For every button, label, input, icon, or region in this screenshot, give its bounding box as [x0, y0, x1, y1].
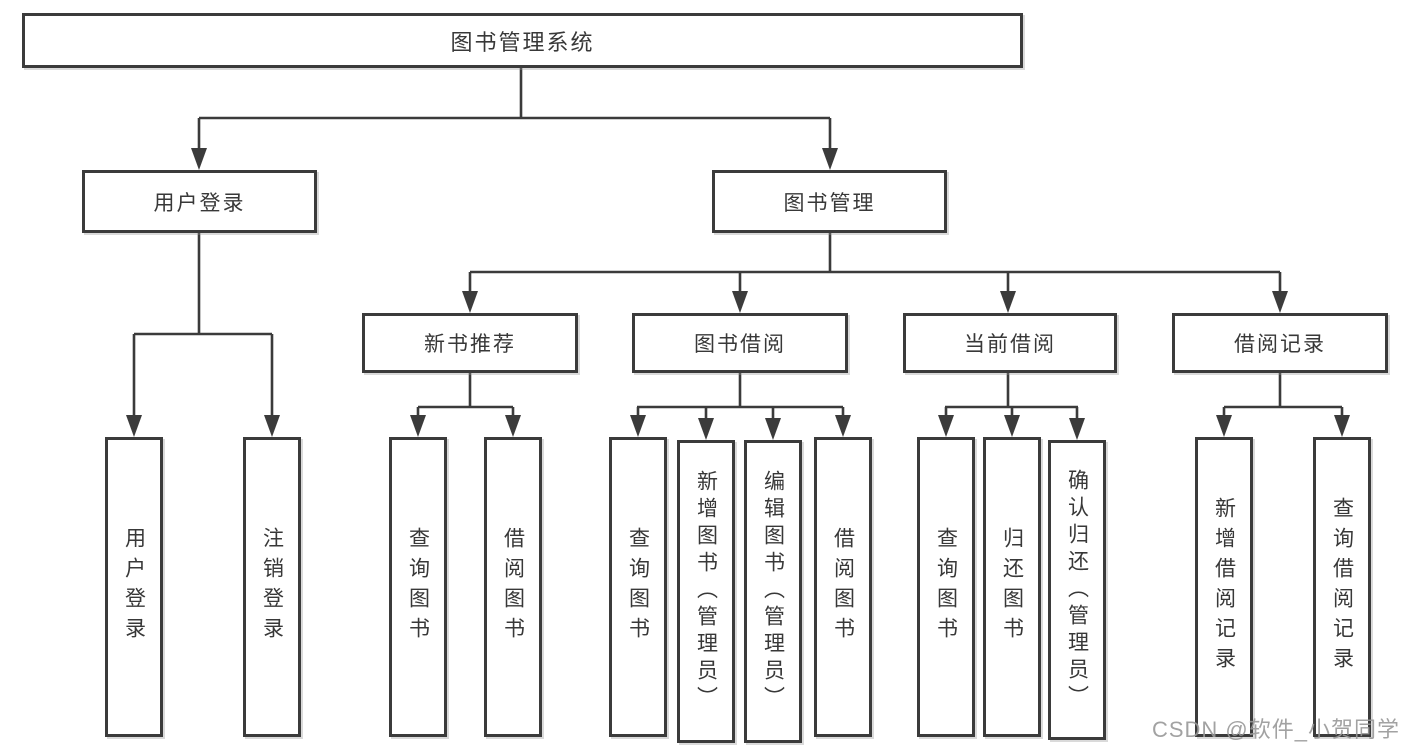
- leaf-edit-books-admin: 编辑图书（管理员）: [744, 440, 802, 743]
- leaf-query-borrow-record: 查询借阅记录: [1313, 437, 1371, 737]
- node-library-management-system: 图书管理系统: [22, 13, 1023, 68]
- leaf-borrow-books-2: 借阅图书: [814, 437, 872, 737]
- node-book-management: 图书管理: [712, 170, 947, 233]
- leaf-logout: 注销登录: [243, 437, 301, 737]
- leaf-query-books-2: 查询图书: [609, 437, 667, 737]
- leaf-query-books-3: 查询图书: [917, 437, 975, 737]
- csdn-watermark: CSDN @软件_小贺同学: [1151, 717, 1400, 742]
- node-book-borrowing: 图书借阅: [632, 313, 848, 373]
- leaf-borrow-books-1: 借阅图书: [484, 437, 542, 737]
- node-new-book-recommendation: 新书推荐: [362, 313, 578, 373]
- leaf-user-login: 用户登录: [105, 437, 163, 737]
- leaf-query-books-1: 查询图书: [389, 437, 447, 737]
- node-current-borrowing: 当前借阅: [903, 313, 1117, 373]
- leaf-confirm-return-admin: 确认归还（管理员）: [1048, 440, 1106, 740]
- arrowheads: [126, 148, 1350, 440]
- node-borrowing-records: 借阅记录: [1172, 313, 1388, 373]
- leaf-add-books-admin: 新增图书（管理员）: [677, 440, 735, 743]
- leaf-add-borrow-record: 新增借阅记录: [1195, 437, 1253, 737]
- leaf-return-books: 归还图书: [983, 437, 1041, 737]
- node-user-login: 用户登录: [82, 170, 317, 233]
